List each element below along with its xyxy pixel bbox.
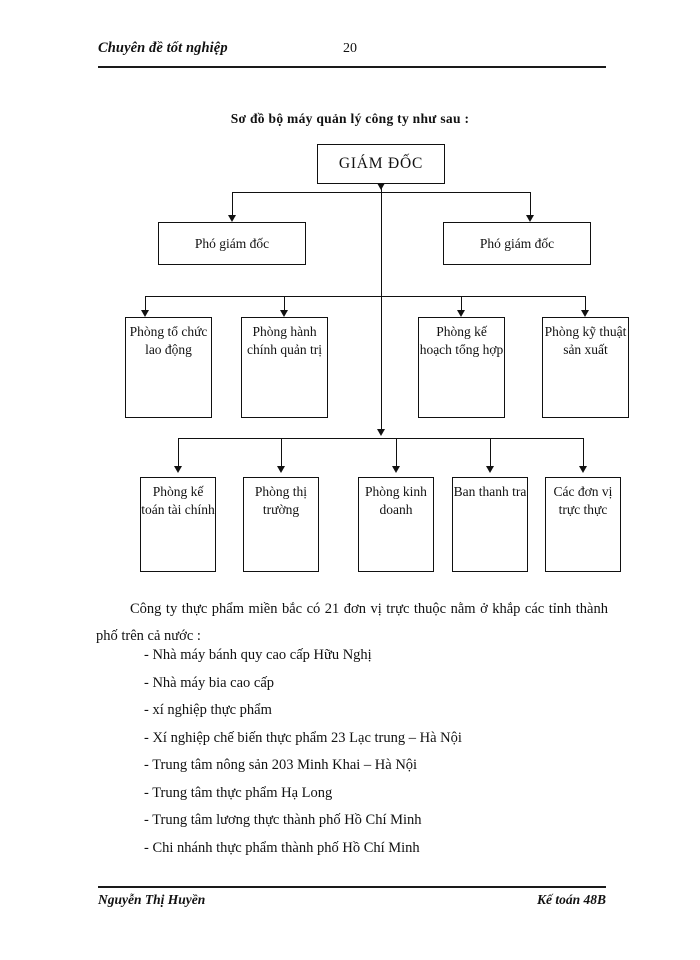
- connector-drop-dept2-a: [178, 438, 179, 467]
- org-node-director: GIÁM ĐỐC: [317, 144, 445, 184]
- body-paragraph: Công ty thực phẩm miền bắc có 21 đơn vị …: [96, 601, 608, 644]
- connector-drop-dept2-b: [281, 438, 282, 467]
- header-title: Chuyên đề tốt nghiệp: [98, 40, 228, 56]
- connector-arrow-dept1-b: [280, 310, 288, 317]
- connector-drop-deputy-right: [530, 192, 531, 217]
- connector-arrow-dept2-c: [392, 466, 400, 473]
- connector-drop-dept1-b: [284, 296, 285, 311]
- org-chart: GIÁM ĐỐC Phó giám đốc Phó giám đốc Phòng…: [125, 144, 629, 572]
- footer-divider: [98, 886, 606, 888]
- connector-drop-dept1-c: [461, 296, 462, 311]
- org-node-dept-2-4: Ban thanh tra: [452, 477, 528, 572]
- org-node-dept-1-1: Phòng tổ chức lao động: [125, 317, 212, 418]
- list-item: - Nhà máy bia cao cấp: [144, 674, 275, 691]
- connector-arrow-deputy-right: [526, 215, 534, 222]
- org-node-deputy-2: Phó giám đốc: [443, 222, 591, 265]
- page-footer: Nguyễn Thị Huyền Kế toán 48B: [98, 892, 606, 914]
- connector-drop-dept2-d: [490, 438, 491, 467]
- list-item: - Nhà máy bánh quy cao cấp Hữu Nghị: [144, 647, 372, 663]
- footer-class: Kế toán 48B: [536, 892, 606, 907]
- list-item: - Trung tâm lương thực thành phố Hồ Chí …: [144, 812, 422, 828]
- connector-arrow-dept1-d: [581, 310, 589, 317]
- connector-drop-dept1-a: [145, 296, 146, 311]
- connector-drop-dept2-c: [396, 438, 397, 467]
- connector-arrow-dept1-a: [141, 310, 149, 317]
- connector-arrow-dept2-d: [486, 466, 494, 473]
- header-divider: [98, 66, 606, 68]
- header-page-number: 20: [343, 41, 357, 56]
- org-node-dept-1-2: Phòng hành chính quản trị: [241, 317, 328, 418]
- branch-list: - Nhà máy bánh quy cao cấp Hữu Nghị - Nh…: [144, 648, 604, 868]
- connector-bar-departments-2: [178, 438, 583, 439]
- list-item: - Trung tâm thực phẩm Hạ Long: [144, 784, 333, 801]
- connector-arrow-director: [377, 183, 385, 190]
- org-node-dept-2-1: Phòng kế toán tài chính: [140, 477, 216, 572]
- footer-author: Nguyễn Thị Huyền: [98, 892, 206, 907]
- connector-bar-departments-1: [145, 296, 585, 297]
- connector-arrow-dept1-c: [457, 310, 465, 317]
- list-item: - Trung tâm nông sản 203 Minh Khai – Hà …: [144, 757, 418, 773]
- connector-arrow-deputy-left: [228, 215, 236, 222]
- connector-trunk-lower: [381, 296, 382, 430]
- org-node-dept-2-3: Phòng kinh doanh: [358, 477, 434, 572]
- page-header: Chuyên đề tốt nghiệp 20: [98, 40, 606, 66]
- org-node-dept-2-2: Phòng thị trường: [243, 477, 319, 572]
- connector-arrow-dept2-b: [277, 466, 285, 473]
- connector-drop-deputy-left: [232, 192, 233, 217]
- connector-arrow-dept2-a: [174, 466, 182, 473]
- connector-arrow-trunk-lower: [377, 429, 385, 436]
- chart-caption: Sơ đồ bộ máy quản lý công ty như sau :: [230, 111, 470, 126]
- connector-bar-deputies: [232, 192, 530, 193]
- org-node-deputy-1: Phó giám đốc: [158, 222, 306, 265]
- connector-trunk-main: [381, 184, 382, 296]
- org-node-dept-1-4: Phòng kỹ thuật sản xuất: [542, 317, 629, 418]
- connector-drop-dept1-d: [585, 296, 586, 311]
- list-item: - Chi nhánh thực phẩm thành phố Hồ Chí M…: [144, 839, 420, 856]
- connector-arrow-dept2-e: [579, 466, 587, 473]
- list-item: - xí nghiệp thực phẩm: [144, 702, 272, 718]
- connector-drop-dept2-e: [583, 438, 584, 467]
- org-node-dept-2-5: Các đơn vị trực thực: [545, 477, 621, 572]
- list-item: - Xí nghiệp chế biến thực phẩm 23 Lạc tr…: [144, 729, 462, 746]
- org-node-dept-1-3: Phòng kế hoạch tổng hợp: [418, 317, 505, 418]
